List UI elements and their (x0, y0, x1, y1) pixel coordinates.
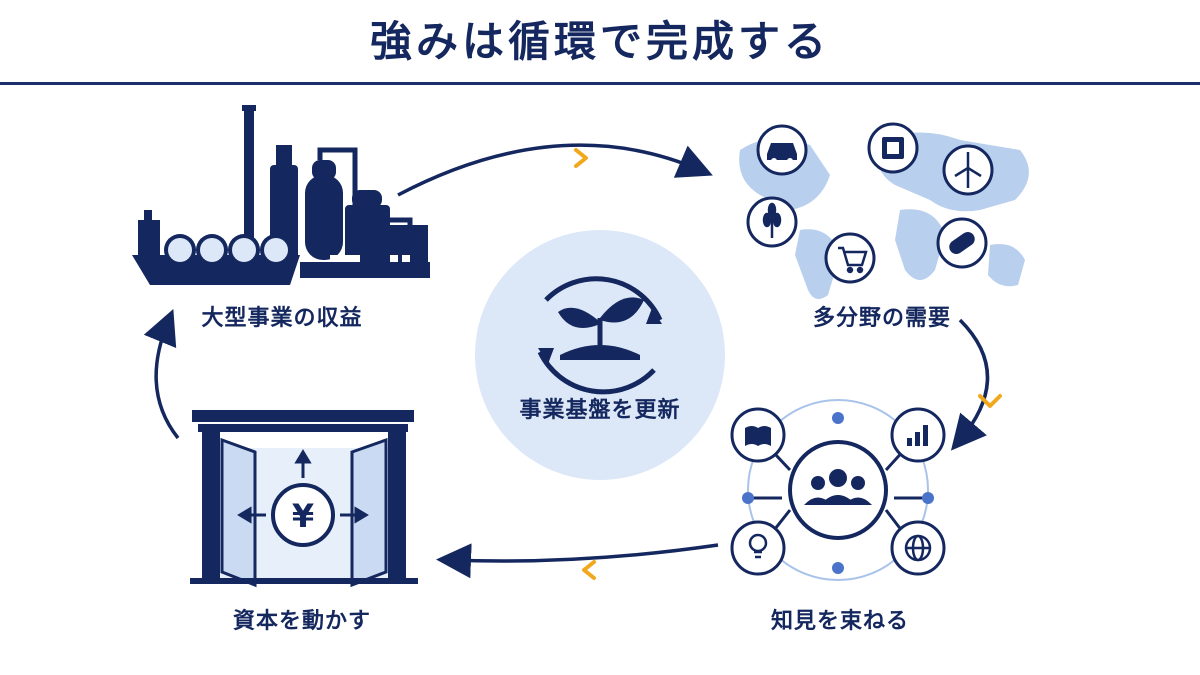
chip-icon (882, 137, 904, 159)
yen-symbol: ¥ (292, 497, 314, 535)
lightbulb-icon (748, 533, 768, 559)
node-label-bottom-left: 資本を動かす (232, 609, 371, 634)
center-label: 事業基盤を更新 (519, 398, 681, 423)
chevron-top (574, 148, 588, 168)
bar-chart-icon (907, 425, 928, 446)
node-label-top-right: 多分野の需要 (812, 306, 951, 331)
arrow-top (397, 143, 713, 197)
node-label-top-left: 大型事業の収益 (201, 306, 363, 331)
globe-icon (904, 534, 932, 562)
book-icon (745, 426, 771, 446)
chevron-bottom (582, 560, 596, 580)
page-title: 強みは循環で完成する (369, 17, 830, 66)
arrow-right (950, 318, 990, 451)
car-icon (767, 143, 797, 164)
sprout-cycle-icon (475, 230, 725, 480)
open-gate-yen-icon: ¥ (190, 410, 418, 588)
title-divider (0, 82, 1200, 85)
capsule-icon (949, 231, 975, 255)
industrial-plant-ship-icon (132, 105, 430, 285)
node-label-bottom-right: 知見を束ねる (770, 609, 909, 634)
chevron-right (978, 394, 1002, 408)
wind-turbine-icon (954, 152, 982, 188)
cart-icon (838, 246, 868, 274)
arrow-left (143, 309, 180, 440)
people-network-icon (730, 399, 946, 581)
arrow-bottom (436, 543, 719, 579)
world-map-sectors-icon (739, 122, 1029, 299)
wheat-icon (762, 202, 782, 238)
